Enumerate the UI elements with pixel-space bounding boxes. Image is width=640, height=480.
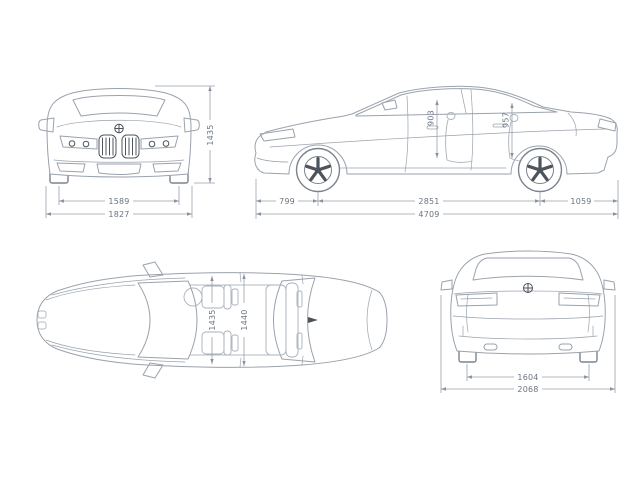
front-bumper-line [256, 157, 289, 163]
front-windshield [72, 95, 166, 117]
rear-reflectors [462, 325, 594, 337]
top-mirror-upper [142, 261, 164, 278]
roof-rails [189, 284, 281, 356]
headroom-front-dimension: 903 [427, 100, 439, 158]
rear-track-label: 1604 [517, 373, 538, 382]
right-exhaust [558, 343, 573, 351]
rear-right-mirror [603, 279, 616, 291]
taillights [455, 292, 601, 307]
kidney-grille [98, 134, 140, 159]
front-width-dimension: 1827 [45, 186, 193, 219]
rear-view-body [450, 250, 606, 355]
trunk-shutline [567, 112, 577, 137]
top-windshield [137, 280, 198, 360]
character-line [269, 128, 608, 148]
top-grille-left [37, 310, 47, 319]
front-bumper [53, 159, 185, 175]
bmw-roundel-icon [114, 123, 124, 134]
front-door-handle [426, 125, 439, 130]
front-overhang-label: 799 [279, 197, 295, 206]
side-view [254, 85, 618, 193]
side-view-body [254, 85, 618, 175]
side-length-dimensions: 799 2851 1059 4709 [255, 179, 619, 219]
front-door-shutline [404, 95, 409, 173]
interior-width-rear-label: 1440 [240, 309, 249, 330]
front-track-dimension: 1589 [58, 186, 180, 206]
top-view-body [36, 272, 388, 368]
front-width-label: 1827 [108, 210, 129, 219]
front-height-label: 1435 [206, 124, 215, 145]
shark-fin-antenna [308, 317, 318, 323]
front-track-label: 1589 [108, 197, 129, 206]
rear-door-shutline [470, 89, 474, 171]
rear-view [440, 250, 616, 363]
rear-track-dimension: 1604 [466, 364, 590, 382]
interior-width-front-label: 1435 [208, 309, 217, 330]
front-view [38, 88, 200, 184]
rear-bumper-crease [452, 315, 604, 320]
front-hood-crease [56, 119, 182, 128]
trunk-shutline-top [366, 289, 373, 351]
headroom-front-label: 903 [427, 110, 436, 126]
rear-diffuser-line [458, 335, 598, 340]
rear-left-mirror [440, 279, 453, 291]
headroom-rear-dimension: 957 [502, 103, 514, 158]
top-door-shutlines [239, 272, 304, 368]
top-mirror-lower [142, 362, 164, 379]
top-rear-window [273, 277, 316, 363]
interior-width-rear-dimension: 1440 [240, 274, 249, 366]
trunk-cutlines [466, 293, 590, 333]
rear-overhang-label: 1059 [570, 197, 591, 206]
rear-window [472, 257, 584, 281]
side-mirror [381, 99, 398, 111]
headroom-rear-label: 957 [502, 112, 511, 128]
side-glasshouse [355, 88, 558, 117]
right-mirror [183, 117, 200, 133]
front-headlights [59, 135, 179, 150]
front-wheel [295, 147, 341, 193]
left-exhaust [483, 343, 498, 351]
side-taillamp [597, 118, 617, 132]
front-height-dimension: 1435 [155, 85, 215, 184]
side-headlamp [259, 128, 296, 142]
rear-wheel [517, 147, 563, 193]
left-mirror [38, 117, 55, 133]
rear-width-dimension: 2068 [440, 295, 616, 394]
top-grille-right [37, 321, 47, 330]
rear-bmw-roundel-icon [523, 283, 533, 293]
b-pillar [460, 88, 467, 114]
rear-width-label: 2068 [517, 385, 538, 394]
interior-seats-top [183, 282, 303, 358]
interior-width-front-dimension: 1435 [208, 276, 217, 364]
rear-door-handle [492, 123, 505, 128]
wheelbase-label: 2851 [418, 197, 439, 206]
overall-length-label: 4709 [418, 210, 439, 219]
top-view [36, 261, 388, 379]
hood-shutlines [45, 277, 186, 363]
